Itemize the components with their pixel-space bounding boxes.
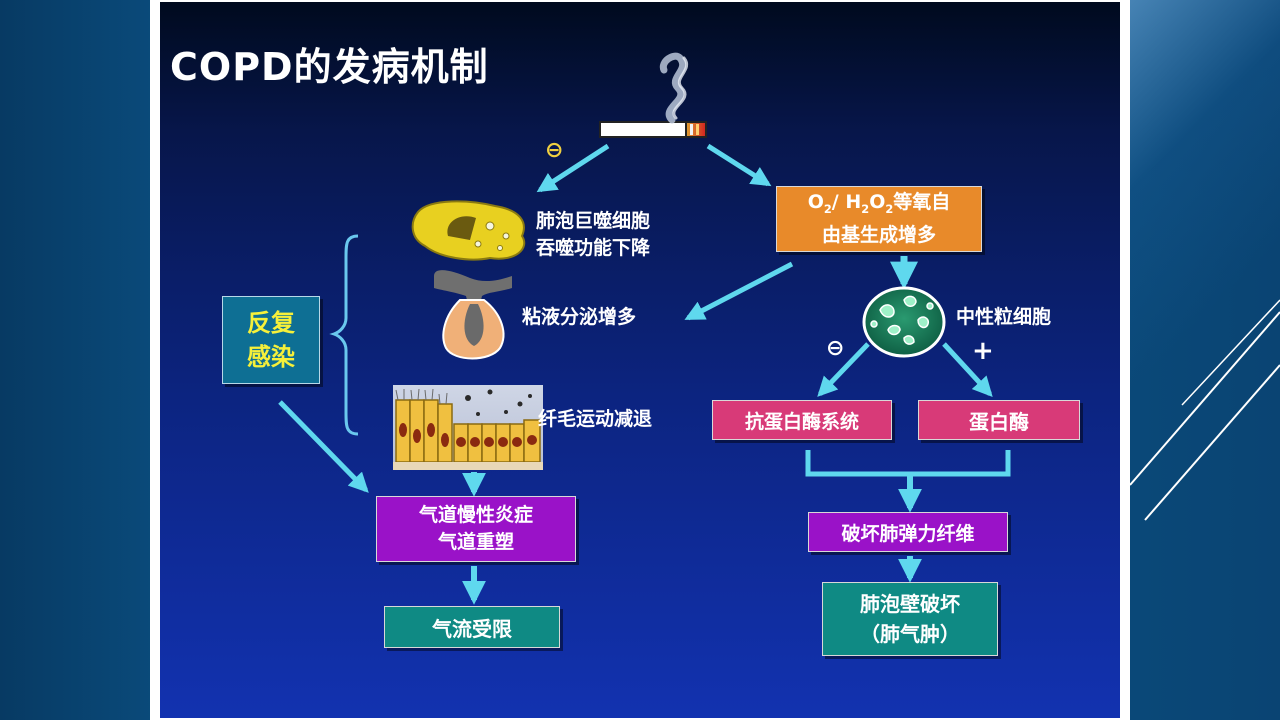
alveolar-destruction-box: 肺泡壁破坏 （肺气肿） [822,582,998,656]
slide-title: COPD的发病机制 [170,45,489,89]
inhibit-symbol: ⊖ [545,138,564,163]
cigarette-icon [599,52,707,138]
stimulate-symbol: + [972,336,994,366]
neutrophil-label: 中性粒细胞 [956,306,1052,328]
neutrophil-icon [862,286,946,358]
background-gloss [1130,0,1280,720]
cilia-cells-icon [393,385,543,470]
protease-box: 蛋白酶 [918,400,1080,440]
mucus-label: 粘液分泌增多 [522,306,637,328]
oxidant-line1: O2/ H2O2等氧自 [807,190,951,216]
oxidant-line2: 由基生成增多 [821,224,936,247]
macrophage-label: 肺泡巨噬细胞 吞噬功能下降 [536,210,651,259]
infection-box: 反复 感染 [222,296,320,384]
mucus-gland-icon [434,270,512,360]
cilia-label: 纤毛运动减退 [538,408,653,430]
airflow-limitation-box: 气流受限 [384,606,560,648]
airway-inflammation-box: 气道慢性炎症 气道重塑 [376,496,576,562]
brace-bracket [329,234,359,436]
macrophage-icon [411,200,526,261]
antiprotease-box: 抗蛋白酶系统 [712,400,892,440]
elastic-fiber-box: 破坏肺弹力纤维 [808,512,1008,552]
oxidant-box: O2/ H2O2等氧自 由基生成增多 [776,186,982,252]
inhibit-symbol: ⊖ [826,336,845,361]
